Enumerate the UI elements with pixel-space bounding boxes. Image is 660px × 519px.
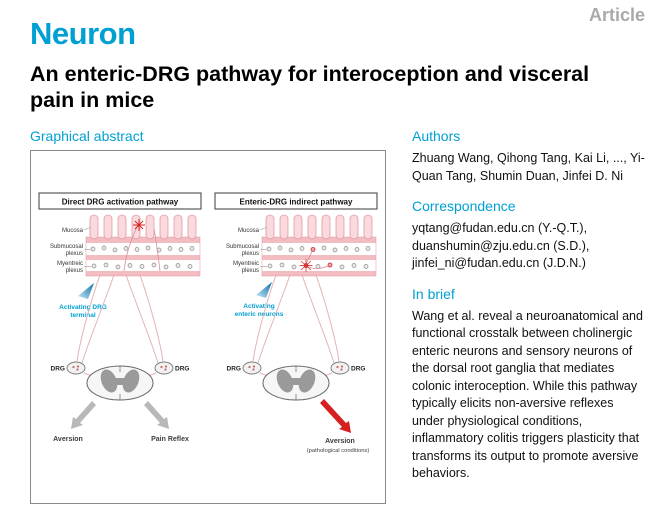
panel-title-box xyxy=(38,192,202,210)
graphical-abstract-column: Graphical abstract Direct DRG activation… xyxy=(30,128,386,504)
activation-annotation: Activating DRG terminal xyxy=(59,283,107,319)
aversion-red-arrow-icon xyxy=(320,399,351,433)
drg-ganglia xyxy=(242,361,350,375)
content-columns: Graphical abstract Direct DRG activation… xyxy=(30,128,646,504)
correspondence-email-2[interactable]: duanshumin@zju.edu.cn (S.D.), xyxy=(412,238,590,253)
spinal-cord xyxy=(262,365,330,401)
myenteric-neurons xyxy=(91,262,193,270)
label-submucosal-plexus: Submucosal xyxy=(50,244,83,250)
label-myenteric-plexus-2: plexus xyxy=(66,268,83,274)
submucosal-neurons xyxy=(266,245,371,253)
drg-label-left: DRG xyxy=(227,366,241,373)
outcome-aversion-condition: (pathological conditions) xyxy=(307,448,370,454)
label-mucosa: Mucosa xyxy=(238,228,260,234)
activation-burst-icon xyxy=(299,259,313,272)
journal-logo: Neuron xyxy=(30,16,136,51)
myenteric-neurons xyxy=(267,262,369,270)
activated-enteric-neuron xyxy=(310,247,316,252)
aversion-arrow-icon xyxy=(71,401,96,429)
outcome-pain-reflex: Pain Reflex xyxy=(151,436,189,443)
in-brief-text: Wang et al. reveal a neuroanatomical and… xyxy=(412,308,643,481)
graphical-abstract-figure: Direct DRG activation pathway xyxy=(30,150,386,504)
drg-label-right: DRG xyxy=(351,366,365,373)
villi xyxy=(265,214,373,240)
panel-title: Enteric-DRG indirect pathway xyxy=(240,198,353,207)
activation-label: Activating xyxy=(243,303,274,310)
label-myenteric-plexus-2: plexus xyxy=(242,268,259,274)
behavioral-outcomes: Aversion Pain Reflex xyxy=(53,401,189,443)
in-brief-heading: In brief xyxy=(412,285,455,302)
correspondence-email-1[interactable]: yqtang@fudan.edu.cn (Y.-Q.T.), xyxy=(412,221,588,235)
behavioral-outcomes: Aversion (pathological conditions) xyxy=(307,399,370,454)
panel-title: Direct DRG activation pathway xyxy=(62,198,179,207)
article-type-label: Article xyxy=(588,5,645,25)
correspondence-email-3[interactable]: jinfei_ni@fudan.edu.cn (J.D.N.) xyxy=(412,256,586,270)
article-info-column: Authors Zhuang Wang, Qihong Tang, Kai Li… xyxy=(412,128,646,504)
correspondence-heading: Correspondence xyxy=(412,198,516,214)
label-submucosal-plexus-2: plexus xyxy=(66,251,83,257)
authors-heading: Authors xyxy=(412,128,461,144)
activation-burst-icon xyxy=(133,219,145,231)
outcome-aversion: Aversion xyxy=(53,436,83,443)
graphical-abstract-heading: Graphical abstract xyxy=(30,128,144,144)
tissue-layer-labels: Mucosa Submucosal plexus Myentreic plexu… xyxy=(50,226,92,274)
tissue-layer-labels: Mucosa Submucosal plexus Myentreic plexu… xyxy=(226,226,268,274)
submucosal-neurons xyxy=(90,245,195,253)
spinal-cord xyxy=(86,365,154,401)
label-submucosal-plexus: Submucosal xyxy=(226,244,259,250)
activation-label: Activating DRG xyxy=(59,304,107,311)
activation-arrow-icon xyxy=(78,283,94,299)
drg-label-left: DRG xyxy=(51,366,65,373)
panel-direct-drg-pathway: Direct DRG activation pathway xyxy=(38,192,202,443)
authors-section: Authors Zhuang Wang, Qihong Tang, Kai Li… xyxy=(412,128,646,185)
panel-title-box xyxy=(214,192,378,210)
label-mucosa: Mucosa xyxy=(62,228,84,234)
drg-ganglia xyxy=(66,361,174,375)
correspondence-section: Correspondence yqtang@fudan.edu.cn (Y.-Q… xyxy=(412,198,646,273)
in-brief-section: In brief Wang et al. reveal a neuroanato… xyxy=(412,286,646,483)
activation-label-2: terminal xyxy=(70,312,95,319)
activation-annotation: Activating enteric neurons xyxy=(235,282,284,318)
activation-label-2: enteric neurons xyxy=(235,311,284,318)
gut-tissue-illustration xyxy=(85,214,201,277)
pain-reflex-arrow-icon xyxy=(144,401,169,429)
article-title: An enteric-DRG pathway for interoception… xyxy=(30,62,590,113)
outcome-aversion: Aversion xyxy=(325,438,355,445)
authors-list: Zhuang Wang, Qihong Tang, Kai Li, ..., Y… xyxy=(412,151,645,183)
label-myenteric-plexus: Myentreic xyxy=(233,261,259,267)
panel-enteric-drg-pathway: Enteric-DRG indirect pathway xyxy=(214,192,378,454)
label-submucosal-plexus-2: plexus xyxy=(242,251,259,257)
drg-label-right: DRG xyxy=(175,366,189,373)
activation-arrow-icon xyxy=(256,282,272,298)
villi xyxy=(89,214,197,240)
gut-tissue-illustration xyxy=(261,214,377,277)
label-myenteric-plexus: Myentreic xyxy=(57,261,83,267)
